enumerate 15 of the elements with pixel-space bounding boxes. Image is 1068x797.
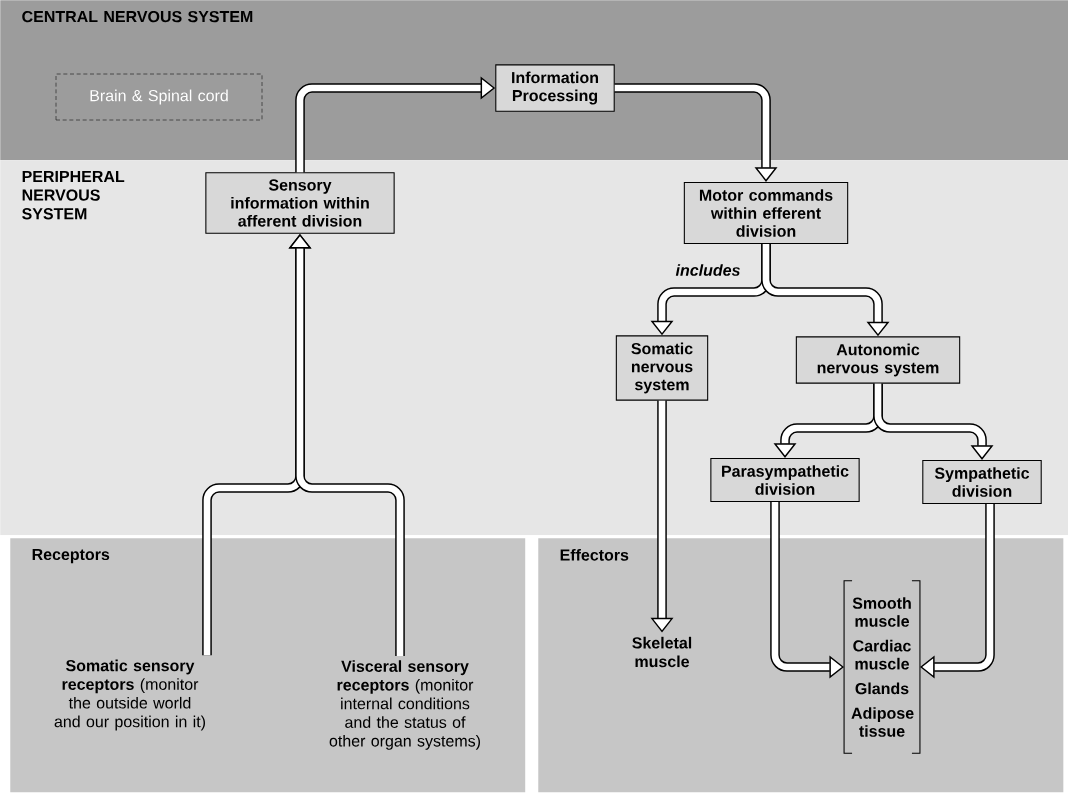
process-box: Motor commands within efferent division bbox=[683, 181, 849, 245]
description-text: Visceral sensory receptors (monitor internal conditions and the status of other organ systems) bbox=[329, 660, 480, 750]
edge-label: includes bbox=[672, 261, 744, 279]
dashed-box: Brain & Spinal cord bbox=[55, 73, 263, 121]
process-box: Sensory information within afferent division bbox=[205, 172, 395, 234]
hollow-arrow bbox=[873, 383, 994, 460]
hollow-arrow bbox=[614, 83, 778, 182]
process-box: Autonomic nervous system bbox=[795, 336, 961, 384]
bracketed-list: Smooth muscle Cardiac muscle Glands Adipose tissue bbox=[843, 580, 921, 754]
description-text: Somatic sensory receptors (monitor the outside world and our position in it) bbox=[54, 659, 205, 731]
process-box: Information Processing bbox=[495, 64, 615, 112]
process-box: Somatic nervous system bbox=[615, 335, 709, 401]
process-box: Parasympathetic division bbox=[710, 457, 860, 503]
process-box: Sympathetic division bbox=[922, 459, 1042, 505]
description-text: Skeletal muscle bbox=[632, 636, 692, 668]
